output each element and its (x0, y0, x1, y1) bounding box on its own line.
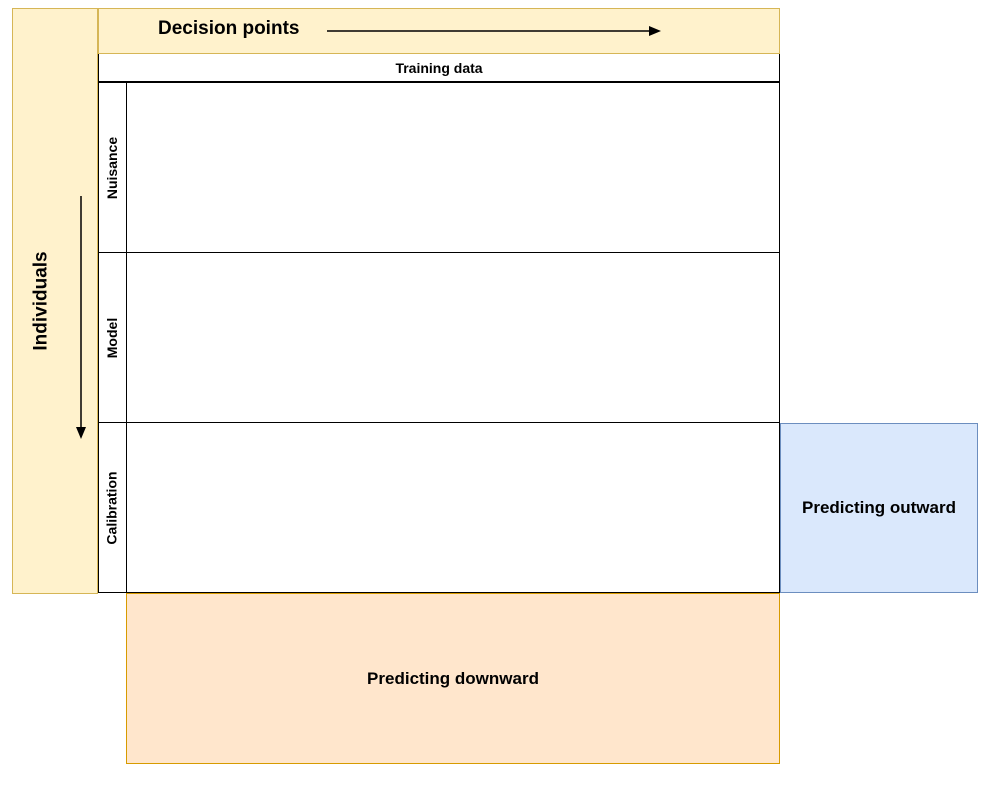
grid-row-calibration (98, 422, 780, 593)
predicting-outward-box: Predicting outward (780, 423, 978, 593)
decision-points-axis-label: Decision points (158, 18, 300, 39)
arrow-down-icon (76, 196, 86, 439)
row-label-model-wrap: Model (98, 253, 127, 422)
training-data-header: Training data (98, 54, 780, 82)
grid-row-nuisance (98, 82, 780, 253)
predicting-downward-box: Predicting downward (126, 593, 780, 764)
grid-row-model (98, 252, 780, 423)
arrow-right-icon (327, 26, 661, 36)
row-label-calibration-wrap: Calibration (98, 423, 127, 592)
row-label-nuisance-wrap: Nuisance (98, 83, 127, 252)
individuals-band (12, 8, 98, 594)
